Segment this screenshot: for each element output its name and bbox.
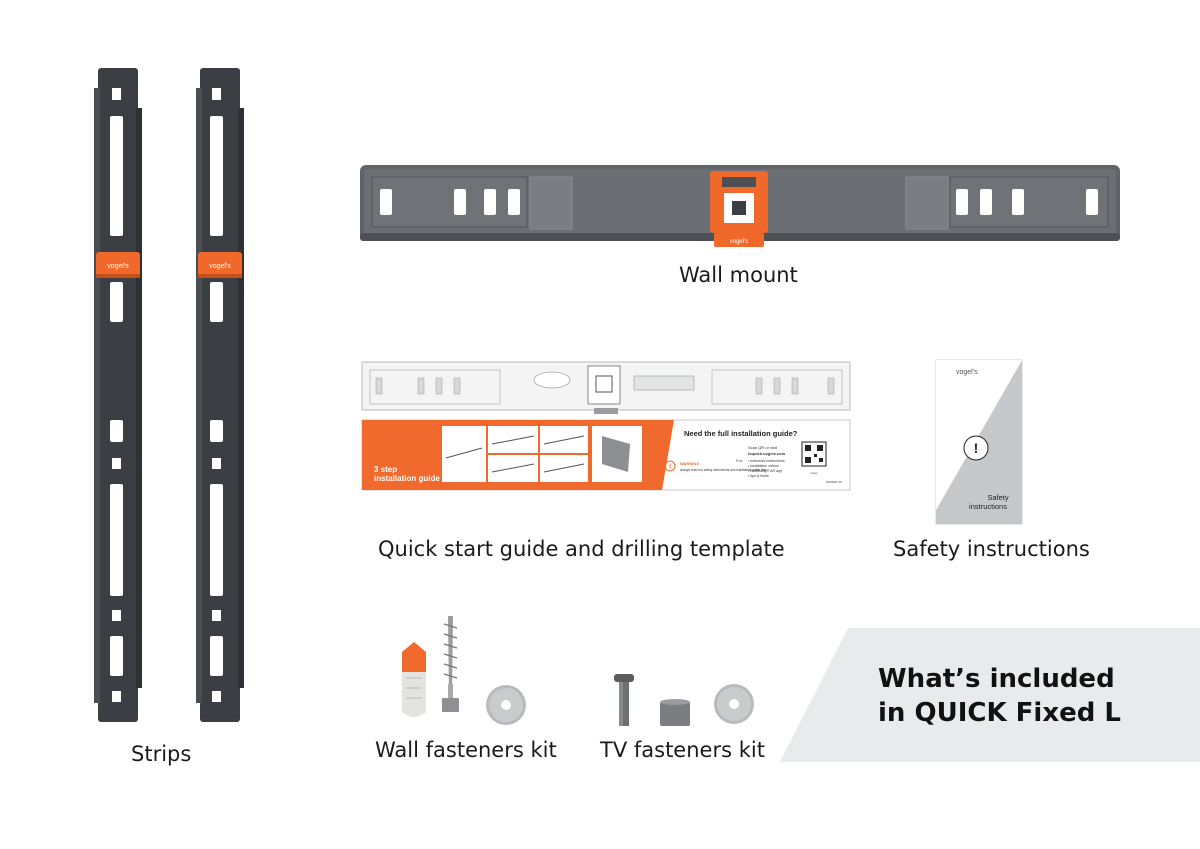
guide-doc-code: 2000001 20 — [826, 480, 842, 484]
guide-bullet-1: • extensive instructions — [748, 459, 785, 463]
safety-card-line1: Safety — [987, 493, 1009, 502]
whats-included-title: What’s included in QUICK Fixed L — [878, 662, 1121, 730]
guide-warning-text: Always read our safety instructions and … — [680, 468, 766, 472]
strip-right: vogel's — [196, 68, 244, 722]
guide-warning-title: WARNING — [680, 461, 699, 466]
strip-right-logo: vogel's — [209, 263, 231, 270]
quick-start-guide: 3 step installation guide Need the full … — [361, 361, 851, 491]
guide-url: tvquick.vogels.com — [748, 451, 786, 456]
safety-card-line2: instructions — [969, 502, 1007, 511]
guide-code-tag: cover — [810, 471, 817, 475]
safety-label: Safety instructions — [893, 537, 1090, 561]
guide-need-title: Need the full installation guide? — [684, 429, 798, 438]
wall-mount: vogel's — [360, 165, 1120, 247]
wall-mount-label: Wall mount — [679, 263, 798, 287]
wall-fasteners-label: Wall fasteners kit — [375, 738, 557, 762]
guide-scan-text: Scan QR or visit — [748, 445, 778, 450]
whats-included-banner — [780, 628, 1200, 762]
quick-start-label: Quick start guide and drilling template — [378, 537, 785, 561]
strip-left: vogel's — [94, 68, 142, 722]
banner-line-1: What’s included — [878, 664, 1115, 694]
guide-bullet-3: • DrillBuddy® AR app — [748, 469, 782, 473]
wall-mount-logo: vogel's — [730, 239, 749, 245]
guide-steps-line2: installation guide — [374, 474, 440, 483]
tv-fasteners-label: TV fasteners kit — [600, 738, 765, 762]
banner-line-2: in QUICK Fixed L — [878, 698, 1121, 728]
guide-bullet-2: • installation videos — [748, 464, 779, 468]
safety-instructions-card: vogel's ! Safety instructions — [935, 359, 1023, 525]
guide-steps-line1: 3 step — [374, 465, 397, 474]
svg-text:!: ! — [669, 464, 671, 471]
strips-label: Strips — [131, 742, 192, 766]
tv-fasteners-kit — [614, 674, 754, 726]
wall-fasteners-kit — [402, 616, 526, 725]
guide-bullet-4: • tips & tricks — [748, 474, 769, 478]
strip-left-logo: vogel's — [107, 263, 129, 270]
svg-text:!: ! — [974, 440, 979, 456]
safety-card-logo: vogel's — [956, 369, 978, 376]
guide-for-label: For: — [736, 458, 743, 463]
